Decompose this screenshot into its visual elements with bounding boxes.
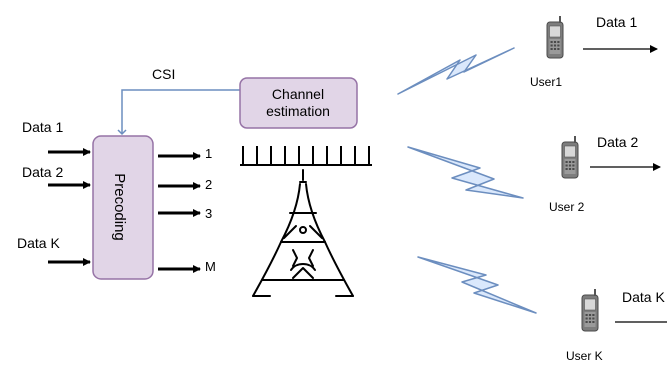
antenna-port-3: 3 bbox=[158, 206, 212, 221]
input-label-data-2: Data 2 bbox=[22, 164, 63, 180]
lightning-link-icon bbox=[397, 47, 537, 314]
input-data-k: Data K bbox=[17, 235, 91, 266]
wireless-link-user-2 bbox=[407, 146, 524, 199]
mobile-phone-icon bbox=[581, 288, 599, 332]
mobile-phone-icon bbox=[561, 135, 579, 179]
wireless-link-user-k bbox=[417, 256, 537, 314]
mobile-phone-icon bbox=[546, 15, 564, 59]
csi-label: CSI bbox=[152, 66, 175, 82]
port-label-3: 3 bbox=[205, 206, 212, 221]
channel-estimation-block: Channel estimation bbox=[239, 77, 358, 129]
input-label-data-k: Data K bbox=[17, 235, 60, 251]
antenna-port-1: 1 bbox=[158, 146, 212, 161]
port-label-2: 2 bbox=[205, 177, 212, 192]
precoding-block: Precoding bbox=[92, 135, 154, 280]
channel-estimation-line2: estimation bbox=[266, 103, 330, 119]
precoding-box bbox=[92, 135, 154, 280]
csi-feedback-line bbox=[117, 89, 240, 136]
input-data-2: Data 2 bbox=[22, 164, 91, 189]
port-label-m: M bbox=[205, 259, 216, 274]
user-2: User 2 Data 2 bbox=[549, 134, 661, 214]
antenna-port-2: 2 bbox=[158, 177, 212, 192]
user-k-label: User K bbox=[566, 349, 603, 363]
antenna-port-m: M bbox=[158, 259, 216, 274]
antenna-array-icon bbox=[240, 146, 372, 166]
channel-estimation-box bbox=[239, 77, 358, 129]
precoding-label: Precoding bbox=[111, 173, 128, 241]
user-1: User1 Data 1 bbox=[530, 14, 658, 89]
input-label-data-1: Data 1 bbox=[22, 119, 63, 135]
input-data-1: Data 1 bbox=[22, 119, 91, 156]
user-1-output-label: Data 1 bbox=[596, 14, 637, 30]
user-1-label: User1 bbox=[530, 75, 562, 89]
base-station-tower-icon bbox=[252, 169, 354, 297]
wireless-link-user-1 bbox=[397, 47, 515, 95]
csi-feedback: CSI bbox=[117, 66, 240, 136]
port-label-1: 1 bbox=[205, 146, 212, 161]
user-k-output-label: Data K bbox=[622, 289, 665, 305]
user-k: User K Data K bbox=[566, 288, 667, 363]
user-2-output-label: Data 2 bbox=[597, 134, 638, 150]
channel-estimation-line1: Channel bbox=[272, 86, 324, 102]
user-2-label: User 2 bbox=[549, 200, 585, 214]
